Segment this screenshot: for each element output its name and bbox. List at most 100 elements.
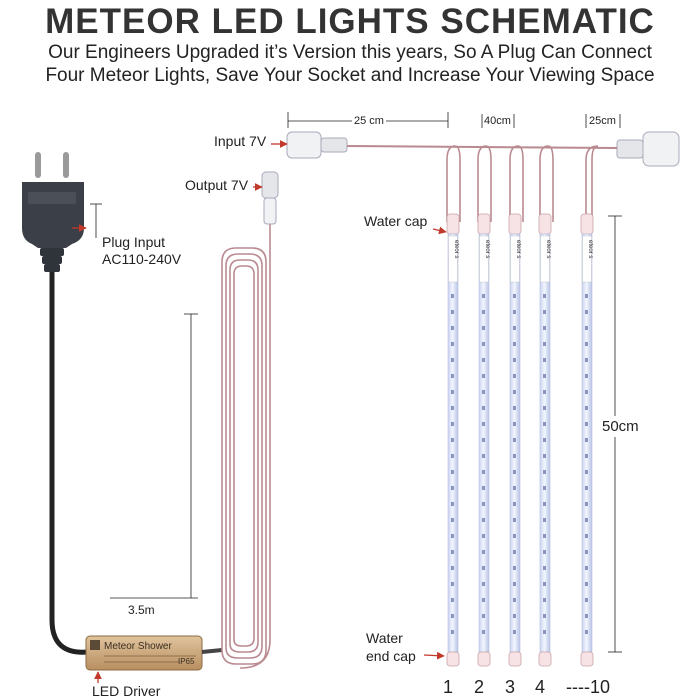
tube-sticker-text-1: eteor s (453, 240, 459, 258)
led-chip (513, 566, 516, 570)
led-chip (585, 390, 588, 394)
plug-voltage-label: AC110-240V (102, 251, 182, 267)
led-chip (543, 438, 546, 442)
led-chip (482, 326, 485, 330)
led-chip (513, 310, 516, 314)
led-chip (585, 438, 588, 442)
led-chip (585, 486, 588, 490)
led-chip (585, 374, 588, 378)
led-chip (451, 470, 454, 474)
input-label: Input 7V (214, 133, 267, 149)
led-chip (585, 326, 588, 330)
led-chip (513, 422, 516, 426)
water-cap-5 (580, 213, 594, 235)
water-cap-2 (477, 213, 491, 235)
led-driver-box (85, 635, 203, 671)
led-chip (585, 342, 588, 346)
eu-plug-icon (22, 152, 84, 272)
input-connector-icon (286, 131, 348, 159)
led-chip (482, 406, 485, 410)
led-chip (513, 342, 516, 346)
subtitle-line-2: Four Meteor Lights, Save Your Socket and… (45, 65, 655, 86)
tube-sticker-3 (510, 235, 520, 283)
led-chip (451, 454, 454, 458)
driver-output-cable (201, 648, 223, 654)
led-chip (543, 294, 546, 298)
plug-input-label: Plug Input (102, 234, 166, 250)
led-chip (585, 406, 588, 410)
led-chip (451, 422, 454, 426)
led-chip (482, 358, 485, 362)
water-end-cap-2 (477, 651, 491, 667)
cable-length-dimension: 3.5m (128, 603, 155, 617)
led-chip (451, 630, 454, 634)
tube-sticker-4 (540, 235, 550, 283)
led-chip (451, 534, 454, 538)
led-chip (513, 294, 516, 298)
led-chip (585, 566, 588, 570)
led-chip (513, 390, 516, 394)
led-chip (543, 502, 546, 506)
led-chip (543, 374, 546, 378)
driver-rating-text: IP65 (178, 657, 195, 666)
tube-drop-wires (446, 145, 599, 222)
led-chip (482, 502, 485, 506)
led-chip (513, 438, 516, 442)
led-chip (482, 422, 485, 426)
driver-brand-text: Meteor Shower (104, 641, 172, 652)
led-chip (482, 598, 485, 602)
tube-number-4: 4 (535, 677, 546, 697)
callout-arrows (72, 140, 447, 683)
led-chip (451, 374, 454, 378)
end-spacing-dimension: 25cm (589, 115, 616, 127)
led-chip (482, 534, 485, 538)
led-chip (482, 550, 485, 554)
led-chip (482, 374, 485, 378)
led-chip (513, 630, 516, 634)
tube-spacing-dimension: 40cm (484, 115, 511, 127)
led-chip (585, 358, 588, 362)
water-end-cap-1 (446, 651, 460, 667)
led-chip (451, 310, 454, 314)
water-end-cap-4 (538, 651, 552, 667)
water-cap-1 (446, 213, 460, 235)
led-chip (482, 294, 485, 298)
water-cap-label: Water cap (364, 213, 428, 229)
led-tube-2: eteor s (477, 213, 491, 667)
led-chip (513, 358, 516, 362)
led-chip (482, 630, 485, 634)
led-chip (482, 486, 485, 490)
led-chip (451, 390, 454, 394)
led-chip (543, 406, 546, 410)
tube-number-1: 1 (443, 677, 454, 697)
led-chip (451, 598, 454, 602)
led-chip (543, 470, 546, 474)
led-chip (543, 310, 546, 314)
led-chip (513, 374, 516, 378)
subtitle-line-1: Our Engineers Upgraded it’s Version this… (48, 42, 652, 63)
led-chip (451, 582, 454, 586)
led-chip (451, 518, 454, 522)
led-chip (543, 566, 546, 570)
led-chip (482, 342, 485, 346)
water-end-cap-label-2: end cap (366, 648, 416, 664)
led-chip (543, 342, 546, 346)
led-chip (585, 614, 588, 618)
lead-spacing-dimension: 25 cm (352, 115, 386, 127)
led-chip (585, 454, 588, 458)
led-chip (513, 470, 516, 474)
led-tube-5: eteor s (580, 213, 594, 667)
led-chip (543, 486, 546, 490)
led-chip (451, 342, 454, 346)
led-chip (585, 550, 588, 554)
led-chip (585, 582, 588, 586)
led-chip (513, 518, 516, 522)
led-chip (482, 454, 485, 458)
tube-number-10: ----10 (566, 677, 610, 697)
tube-number-3: 3 (505, 677, 516, 697)
tube-sticker-text-4: eteor s (545, 240, 551, 258)
led-chip (482, 614, 485, 618)
water-end-cap-label-1: Water (366, 630, 403, 646)
